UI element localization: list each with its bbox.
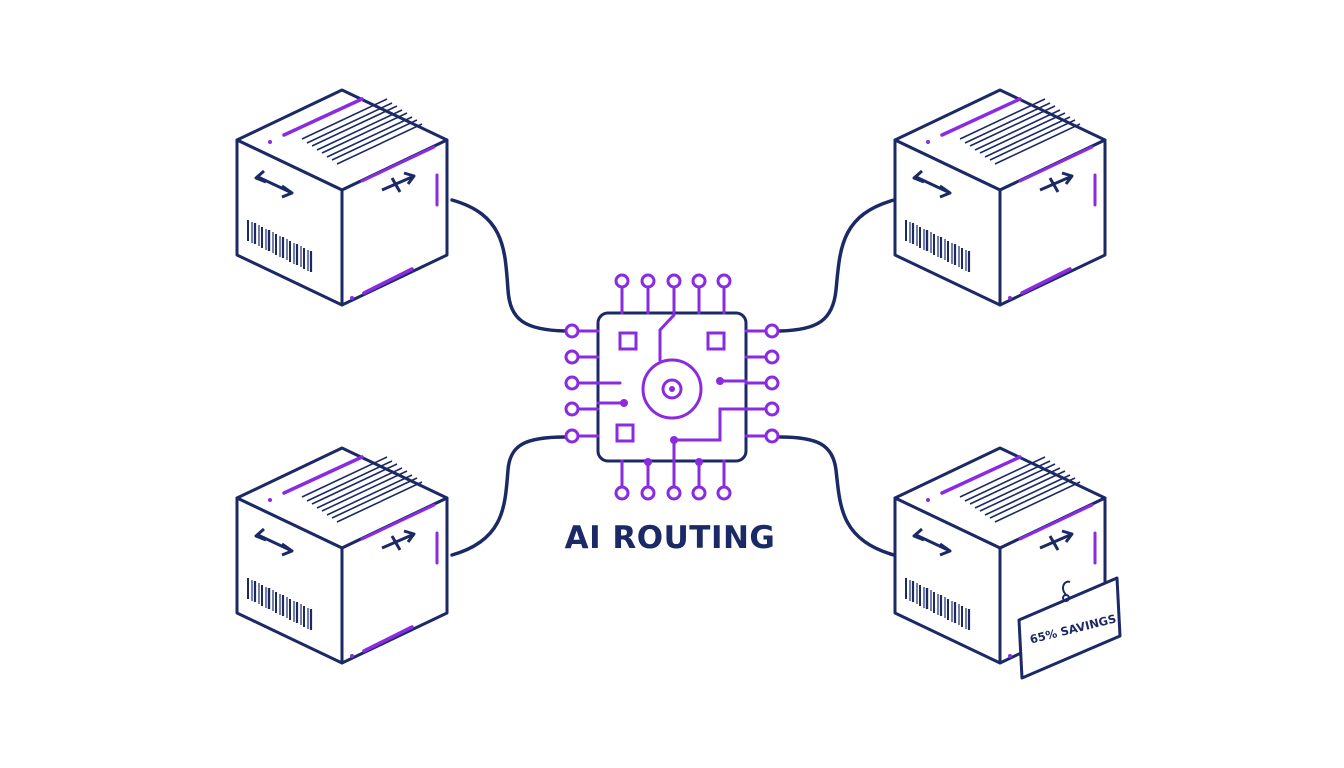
- connector-bottom-left: [450, 435, 567, 557]
- package-bottom-left: [235, 446, 449, 665]
- package-top-left: [235, 88, 449, 307]
- connector-bottom-right: [778, 435, 896, 557]
- package-top-right: [893, 88, 1107, 307]
- ai-processor-chip-icon: [564, 273, 780, 501]
- connector-top-left: [450, 198, 567, 333]
- diagram-title: AI ROUTING: [564, 520, 776, 556]
- savings-tag: [1017, 576, 1122, 680]
- connector-top-right: [778, 198, 896, 333]
